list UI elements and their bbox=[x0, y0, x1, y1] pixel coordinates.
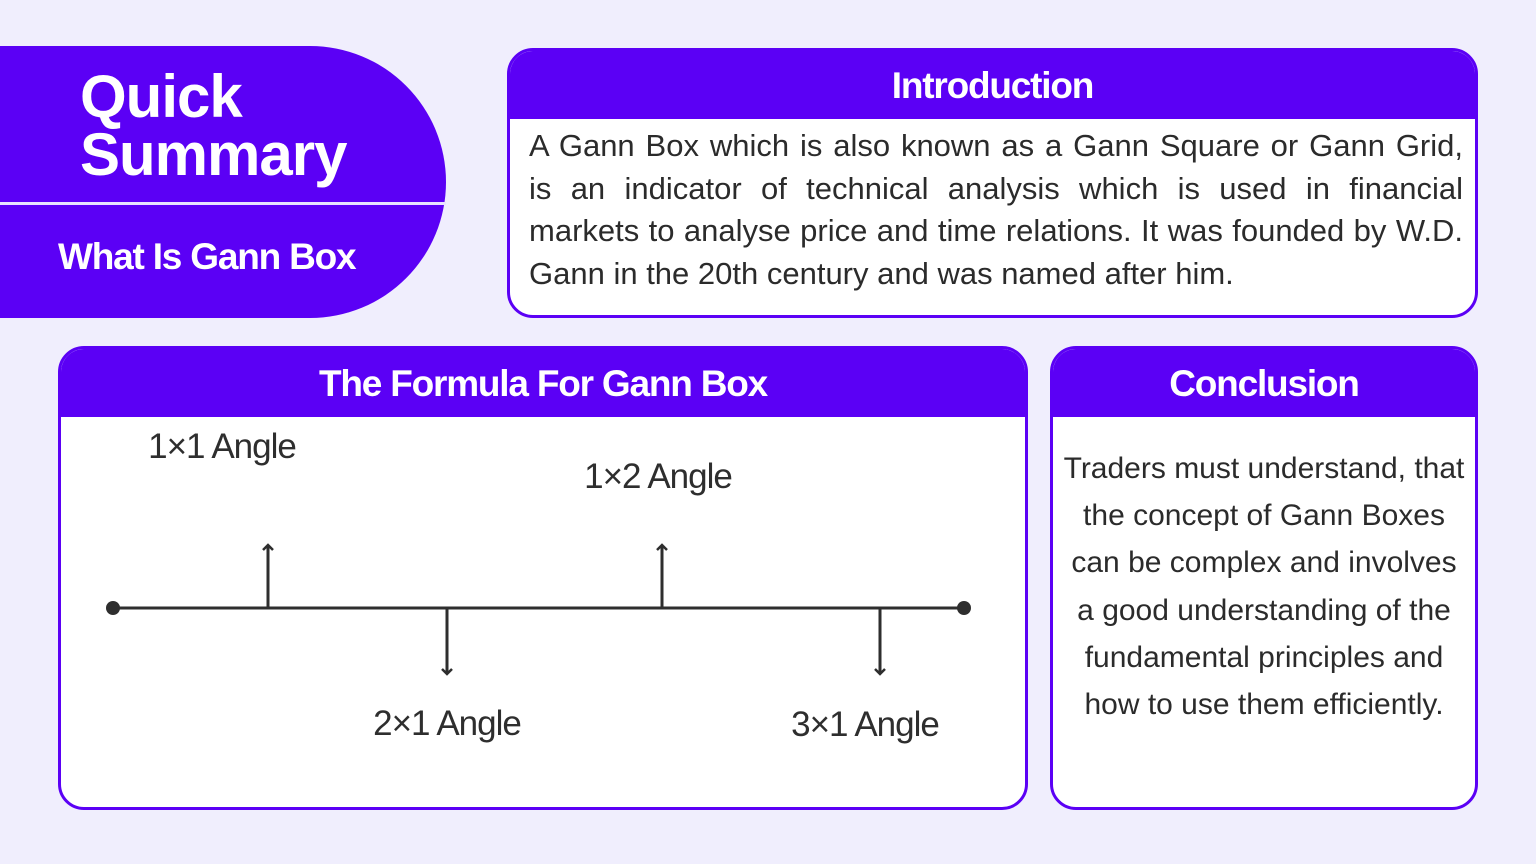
quick-summary-tab: Quick Summary What Is Gann Box bbox=[0, 46, 446, 318]
introduction-heading: Introduction bbox=[510, 51, 1475, 119]
angle-1x2-label: 1×2 Angle bbox=[584, 457, 732, 496]
conclusion-text: Traders must understand, that the concep… bbox=[1063, 452, 1465, 722]
angle-2x1-label: 2×1 Angle bbox=[373, 704, 521, 743]
introduction-card: Introduction A Gann Box which is also kn… bbox=[507, 48, 1478, 318]
quick-summary-subtitle: What Is Gann Box bbox=[58, 236, 357, 277]
gann-angle-diagram: 1×1 Angle 2×1 Angle 1×2 Angle 3×1 Angle bbox=[106, 427, 971, 744]
angle-3x1-label: 3×1 Angle bbox=[791, 705, 939, 744]
formula-card: The Formula For Gann Box 1×1 Angle 2×1 A… bbox=[58, 346, 1028, 810]
introduction-text: A Gann Box which is also known as a Gann… bbox=[529, 128, 1463, 291]
conclusion-heading: Conclusion bbox=[1053, 349, 1475, 417]
timeline-start-dot bbox=[106, 601, 120, 615]
quick-summary-title: Quick Summary bbox=[80, 63, 347, 188]
conclusion-card: Conclusion Traders must understand, that… bbox=[1050, 346, 1478, 810]
timeline-end-dot bbox=[957, 601, 971, 615]
angle-1x1-label: 1×1 Angle bbox=[148, 427, 296, 466]
formula-heading: The Formula For Gann Box bbox=[61, 349, 1025, 417]
quick-summary-divider bbox=[0, 202, 446, 205]
